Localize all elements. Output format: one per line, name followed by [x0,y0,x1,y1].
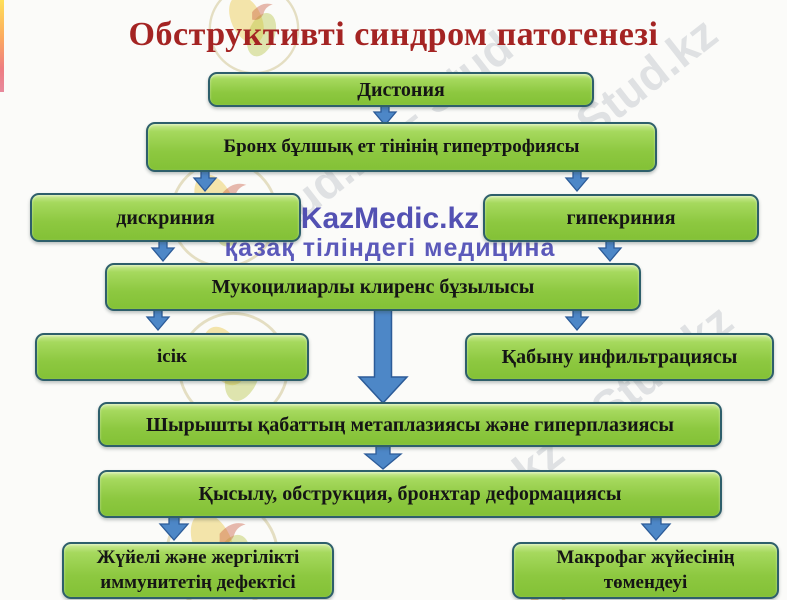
thick-down-arrow-icon [357,305,409,404]
flow-box-dystonia: Дистония [208,72,594,107]
flow-box-immunity-defect: Жүйелі және жергілікті иммунитетің дефек… [62,542,334,599]
flow-box-compression-obstruction: Қысылу, обструкция, бронхтар деформацияс… [98,470,722,518]
flow-box-dyscrinia: дискриния [30,193,301,242]
flow-box-hypercrinia: гипекриния [483,194,759,242]
flow-box-inflammatory-infiltration: Қабыну инфильтрациясы [465,333,774,381]
page-title: Обструктивті синдром патогенезі [128,16,659,53]
flow-box-metaplasia-hyperplasia: Шырышты қабаттың метаплазиясы және гипер… [98,402,722,447]
flow-box-bronchial-hypertrophy: Бронх бұлшық ет тінінің гипертрофиясы [146,122,657,172]
bird-logo-watermark-icon [208,0,300,75]
flow-box-mucociliary-clearance: Мукоцилиарлы клиренс бұзылысы [105,263,641,311]
left-edge-gradient-stripe [0,0,4,92]
flow-box-tumor: ісік [35,333,309,381]
flow-box-macrophage-decline: Макрофаг жүйесінің төмендеуі [512,542,779,599]
kazmedic-watermark-text: KazMedic.kz [300,202,480,235]
